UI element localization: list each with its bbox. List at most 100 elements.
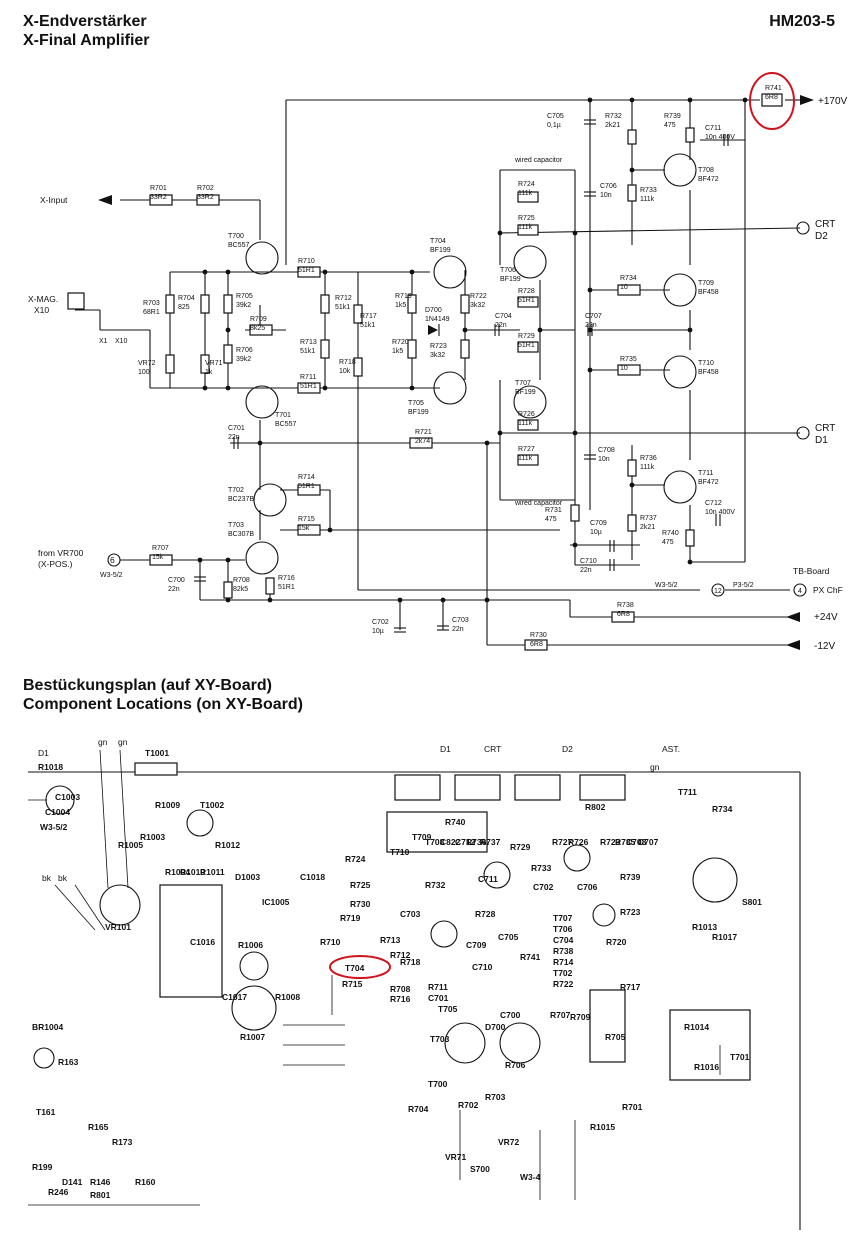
label-t708-ref: T708	[698, 167, 714, 174]
label-r732-value: 2k21	[605, 122, 620, 129]
node-6-label: 6	[110, 555, 115, 565]
board-part-r740: R740	[445, 817, 466, 827]
board-part-t706: T706	[553, 924, 573, 934]
label-t707-value: BF199	[515, 389, 536, 396]
label-r712-value: 51k1	[335, 304, 350, 311]
board-part-r1009: R1009	[155, 800, 180, 810]
label-r704-value: 825	[178, 304, 190, 311]
x1-label: X1	[99, 338, 108, 345]
label-r711-value: 51R1	[300, 383, 317, 390]
board-part-t1001: T1001	[145, 748, 169, 758]
label-r708-ref: R708	[233, 577, 250, 584]
label-r715-value: 15k	[298, 525, 310, 532]
board-bk1: bk	[42, 873, 52, 883]
label-r706-value: 39k2	[236, 356, 251, 363]
board-part-vr72: VR72	[498, 1137, 520, 1147]
label-r741-value: 6R8	[765, 94, 778, 101]
board-part-r735: R735	[615, 837, 636, 847]
board-part-r1012: R1012	[215, 840, 240, 850]
label-r701-ref: R701	[150, 185, 167, 192]
schematic-title: X-Endverstärker X-Final Amplifier	[23, 12, 150, 50]
crt-d1-label: CRT	[815, 423, 835, 434]
board-part-c1016: C1016	[190, 937, 215, 947]
label-t710-value: BF458	[698, 369, 719, 376]
label-vr72-ref: VR72	[138, 360, 156, 367]
label-c712-value: 10n 400V	[705, 509, 735, 516]
label-r741-ref: R741	[765, 85, 782, 92]
board-part-r173: R173	[112, 1137, 133, 1147]
label-r737-ref: R737	[640, 515, 657, 522]
board-part-r724: R724	[345, 854, 366, 864]
label-r720-value: 1k5	[392, 348, 403, 355]
board-part-r741: R741	[520, 952, 541, 962]
board-part-t704: T704	[345, 963, 365, 973]
x-mag-label: X-MAG.	[28, 294, 58, 304]
board-part-t708: T708	[425, 837, 445, 847]
label-t703-value: BC307B	[228, 531, 254, 538]
label-r703-ref: R703	[143, 300, 160, 307]
label-r722-value: 3k32	[470, 302, 485, 309]
label-r728-value: 51R1	[518, 297, 535, 304]
label-r727-value: 111k	[518, 455, 533, 462]
board-gn1: gn	[98, 737, 108, 747]
label-r730-value: 6R8	[530, 641, 543, 648]
tb-board-label: TB-Board	[793, 566, 830, 576]
label-c708-value: 10n	[598, 456, 610, 463]
board-part-r1017: R1017	[712, 932, 737, 942]
label-t701-value: BC557	[275, 421, 297, 428]
label-r714-ref: R714	[298, 474, 315, 481]
label-c709-ref: C709	[590, 520, 607, 527]
label-t705-ref: T705	[408, 400, 424, 407]
label-r726-ref: R726	[518, 411, 535, 418]
label-r729-ref: R729	[518, 333, 535, 340]
label-r732-ref: R732	[605, 113, 622, 120]
board-part-vr101: VR101	[105, 922, 131, 932]
label-r740-value: 475	[662, 539, 674, 546]
component-locations-title: Bestückungsplan (auf XY-Board) Component…	[23, 676, 303, 714]
from-vr700-label: from VR700	[38, 548, 84, 558]
label-r714-value: 51R1	[298, 483, 315, 490]
board-part-r733: R733	[531, 863, 552, 873]
label-r731-ref: R731	[545, 507, 562, 514]
label-r710-ref: R710	[298, 258, 315, 265]
label-r737-value: 2k21	[640, 524, 655, 531]
board-part-r1008: R1008	[275, 992, 300, 1002]
board-part-c705: C705	[498, 932, 519, 942]
label-r729-value: 51R1	[518, 342, 535, 349]
label-r738-ref: R738	[617, 602, 634, 609]
board-part-c709: C709	[466, 940, 487, 950]
label-c700-ref: C700	[168, 577, 185, 584]
label-c707-ref: C707	[585, 313, 602, 320]
label-r717-ref: R717	[360, 313, 377, 320]
board-part-r702: R702	[458, 1100, 479, 1110]
label-r719-ref: R719	[395, 293, 412, 300]
board-part-r703: R703	[485, 1092, 506, 1102]
board-part-r165: R165	[88, 1122, 109, 1132]
board-part-c1003: C1003	[55, 792, 80, 802]
board-part-c1017: C1017	[222, 992, 247, 1002]
label-r716-ref: R716	[278, 575, 295, 582]
label-r704-ref: R704	[178, 295, 195, 302]
board-part-r738: R738	[553, 946, 574, 956]
label-r716-value: 51R1	[278, 584, 295, 591]
label-r713-value: 51k1	[300, 348, 315, 355]
label-r721-value: 2k74	[415, 438, 430, 445]
board-part-t709: T709	[412, 832, 432, 842]
board-part-w3-4: W3-4	[520, 1172, 541, 1182]
board-part-c822: C822	[440, 837, 461, 847]
label-r728-ref: R728	[518, 288, 535, 295]
label-r739-ref: R739	[664, 113, 681, 120]
board-outline	[28, 762, 801, 1230]
board-trace-lines	[54, 749, 721, 1200]
board-part-r1006: R1006	[238, 940, 263, 950]
board-part-r705: R705	[605, 1032, 626, 1042]
board-part-br1004: BR1004	[32, 1022, 63, 1032]
rail-170v: +170V	[818, 96, 848, 107]
board-ast: AST.	[662, 744, 680, 754]
label-r733-value: 111k	[640, 196, 655, 203]
label-r735-ref: R735	[620, 356, 637, 363]
board-part-r1010: R1010	[180, 867, 205, 877]
board-part-r707: R707	[550, 1010, 571, 1020]
label-r723-ref: R723	[430, 343, 447, 350]
